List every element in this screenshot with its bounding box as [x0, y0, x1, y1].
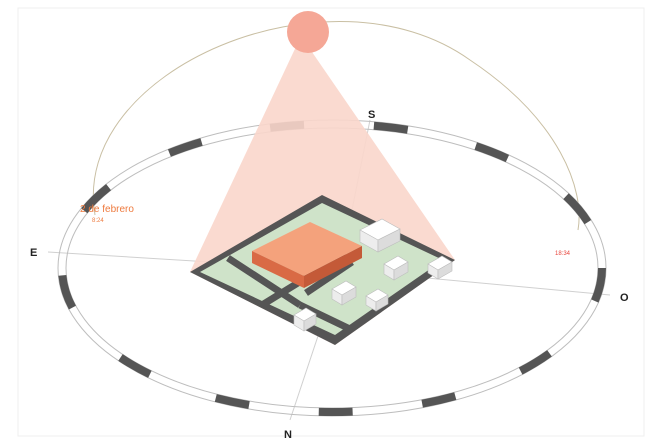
sun-icon [287, 11, 329, 53]
building-3 [331, 280, 357, 306]
main-building [252, 222, 362, 288]
building-large [359, 218, 401, 253]
building-5 [293, 307, 317, 332]
sunrise-time: 8:24 [92, 218, 104, 224]
sun-path-date: 2 de febrero [80, 204, 134, 215]
compass-west-label: O [620, 292, 629, 304]
compass-east-label: E [30, 247, 37, 259]
building-4 [365, 288, 389, 312]
sunset-time: 18:34 [555, 251, 571, 257]
compass-south-label: S [368, 109, 375, 121]
building-1 [383, 255, 409, 281]
sun-path-arc [92, 21, 580, 231]
building-2 [427, 255, 453, 280]
site-plan [190, 195, 455, 345]
compass-north-label: N [284, 429, 292, 441]
small-buildings [293, 218, 453, 332]
diagram-frame [17, 7, 645, 437]
